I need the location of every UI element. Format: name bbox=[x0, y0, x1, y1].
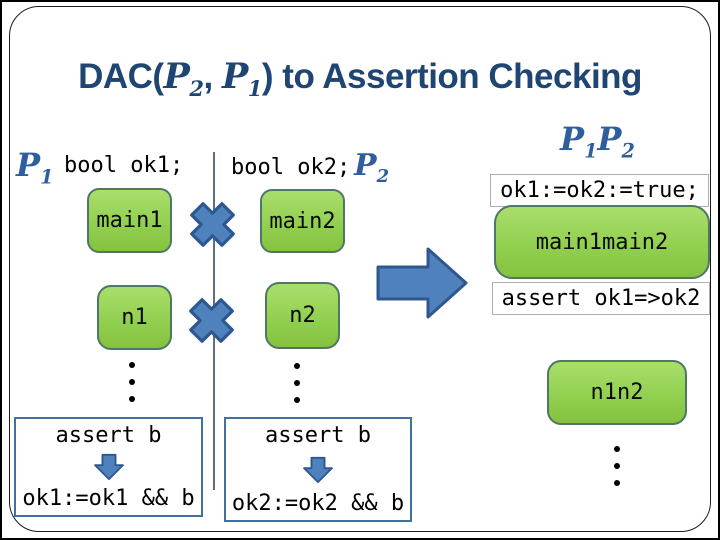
down-block-arrow-icon bbox=[303, 456, 333, 483]
node-main1main2-label: main1main2 bbox=[535, 229, 669, 255]
right-block-arrow-icon bbox=[376, 247, 468, 319]
node-main1: main1 bbox=[87, 188, 172, 253]
dot-icon bbox=[294, 380, 300, 386]
decl-left: bool ok1; bbox=[64, 153, 184, 178]
dot-icon bbox=[614, 446, 620, 452]
assert-box-right: assert b ok2:=ok2 && b bbox=[224, 417, 412, 522]
dot-icon bbox=[614, 480, 620, 486]
dot-icon bbox=[129, 362, 135, 368]
down-block-arrow-icon bbox=[93, 453, 124, 481]
assert-line-left: assert b bbox=[55, 423, 162, 448]
decl-right: bool ok2; bbox=[231, 155, 351, 180]
vertical-ellipsis-right bbox=[614, 446, 620, 486]
label-p1p2: P1P2 bbox=[560, 120, 635, 163]
node-n2: n2 bbox=[265, 282, 340, 349]
x-cross-icon bbox=[189, 298, 234, 343]
node-n1n2: n1n2 bbox=[547, 360, 687, 425]
stmt-assert-box: assert ok1=>ok2 bbox=[492, 282, 710, 315]
assert-box-left: assert b ok1:=ok1 && b bbox=[14, 417, 203, 517]
node-main1main2: main1main2 bbox=[494, 205, 710, 279]
vertical-ellipsis-left bbox=[129, 362, 135, 402]
dot-icon bbox=[129, 379, 135, 385]
label-p1: P1 bbox=[16, 146, 54, 189]
node-n2-label: n2 bbox=[289, 303, 316, 328]
title-text-2: , bbox=[203, 57, 222, 96]
update-line-right: ok2:=ok2 && b bbox=[231, 491, 405, 516]
dot-icon bbox=[294, 363, 300, 369]
node-main2-label: main2 bbox=[269, 208, 336, 234]
x-cross-icon bbox=[190, 202, 235, 247]
slide-title: DAC(P2, P1) to Assertion Checking bbox=[2, 56, 718, 101]
stmt-init-box: ok1:=ok2:=true; bbox=[490, 174, 709, 207]
node-n1-label: n1 bbox=[121, 305, 148, 330]
label-p2: P2 bbox=[354, 148, 390, 187]
dot-icon bbox=[294, 397, 300, 403]
dot-icon bbox=[614, 463, 620, 469]
node-main1-label: main1 bbox=[96, 208, 163, 233]
update-line-left: ok1:=ok1 && b bbox=[22, 486, 195, 511]
title-text-1: DAC( bbox=[78, 57, 164, 96]
dot-icon bbox=[129, 396, 135, 402]
title-math-p2: P2 bbox=[163, 56, 204, 101]
node-n1n2-label: n1n2 bbox=[590, 380, 644, 405]
vertical-ellipsis-middle bbox=[294, 363, 300, 403]
title-math-p1: P1 bbox=[221, 56, 262, 101]
assert-line-right: assert b bbox=[265, 423, 371, 448]
node-n1: n1 bbox=[97, 285, 172, 350]
stmt-assert-text: assert ok1=>ok2 bbox=[501, 286, 701, 311]
title-text-3: ) to Assertion Checking bbox=[261, 57, 643, 96]
stmt-init-text: ok1:=ok2:=true; bbox=[500, 178, 699, 203]
node-main2: main2 bbox=[260, 189, 345, 253]
